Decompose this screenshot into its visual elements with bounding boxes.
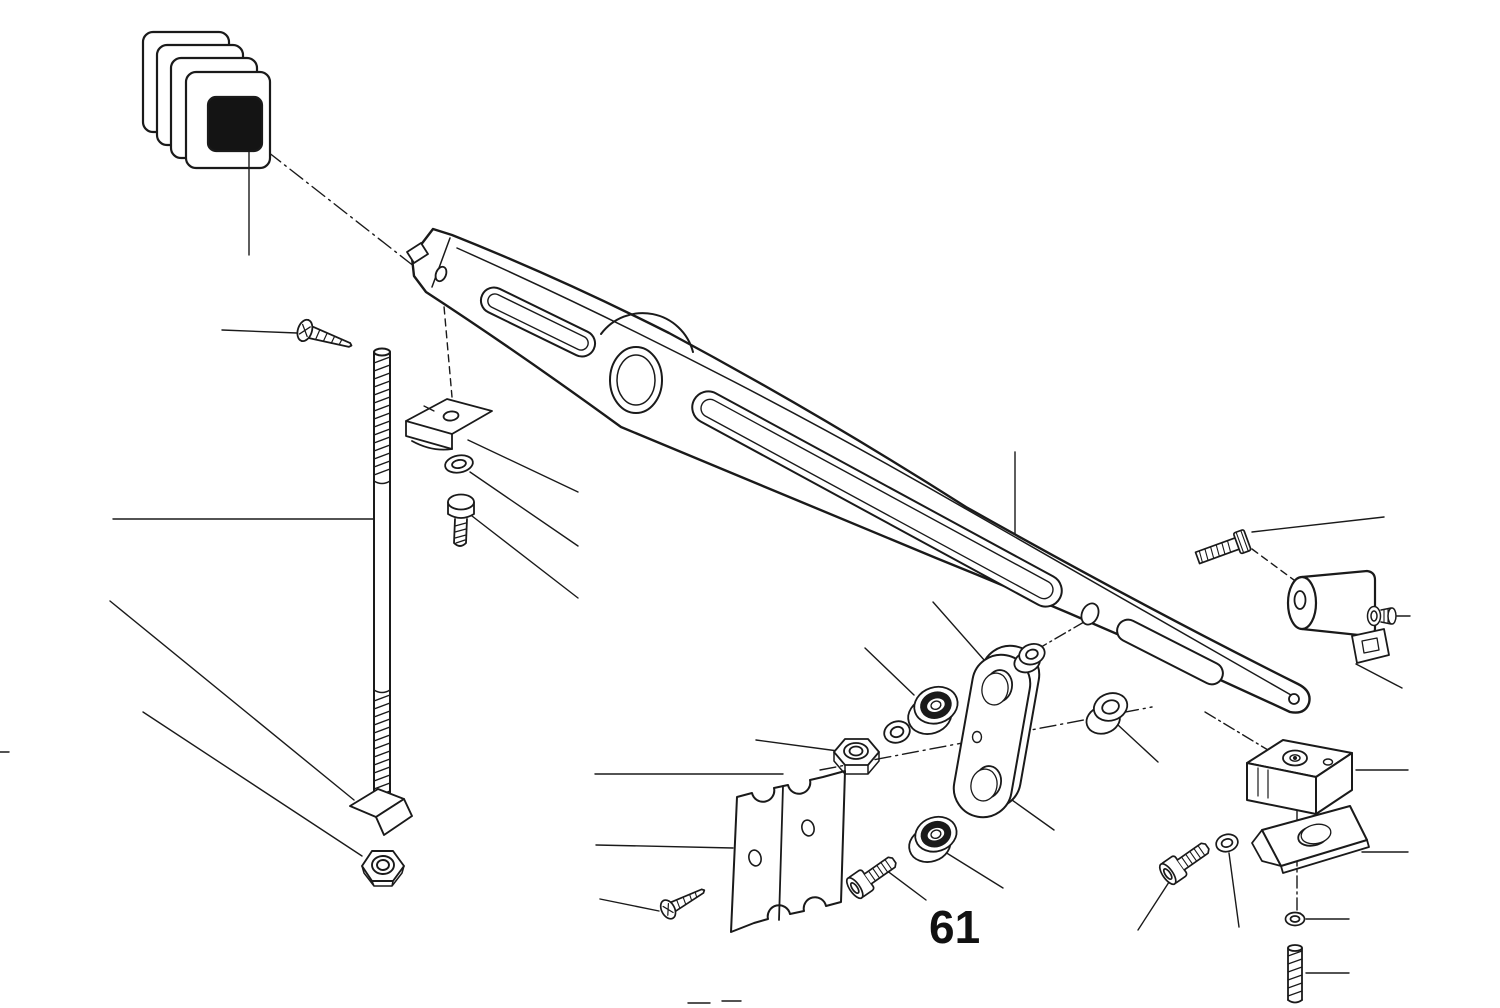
axis-line (1035, 621, 1085, 651)
arm-pivot-hole (1080, 602, 1100, 626)
leader-line (595, 844, 734, 849)
hex-nut-center (833, 738, 880, 775)
shoulder-screw (447, 493, 475, 547)
leader-line (1137, 878, 1172, 931)
arm-slot-inner (487, 293, 589, 351)
phillips-cross-icon (662, 903, 674, 916)
leader-line (944, 851, 1004, 889)
link-plate (952, 644, 1041, 819)
link-hole-bottom-inner (970, 768, 998, 802)
arm-boss-contour (600, 312, 694, 353)
leader-line (467, 439, 579, 493)
arm-boss-hole-inner (616, 354, 656, 406)
leader-line (1251, 516, 1385, 533)
leader-line (599, 898, 660, 912)
hex-socket-icon (849, 882, 860, 895)
rod-threads (373, 356, 391, 476)
bushing-lower (908, 815, 958, 863)
spacer-small (1013, 642, 1046, 674)
rod-threads (373, 694, 391, 798)
stud-bottom (1287, 944, 1303, 1004)
buffer-pad-core (206, 95, 264, 153)
arm-tab (406, 242, 429, 264)
plate-hole (801, 819, 815, 837)
leader-line (932, 601, 986, 662)
pivot-cylinder (1286, 569, 1390, 664)
buffer-pad (141, 30, 272, 170)
hex-socket-icon (1162, 868, 1173, 881)
arm-tip-step (431, 237, 451, 288)
plate-hole (748, 849, 762, 867)
washer-right (1215, 833, 1239, 853)
cap-screw-right (1158, 842, 1210, 886)
cylinder-lug-slot (1361, 637, 1380, 654)
clip-nut (405, 398, 493, 451)
clip-nut-hole (442, 410, 460, 422)
leader-line (1355, 663, 1403, 689)
arm-slot-right (1116, 618, 1224, 686)
spring-washer-bottom (1284, 911, 1306, 927)
plate-divider (778, 785, 784, 921)
serrated-plate (730, 770, 846, 933)
cylinder-hole (1293, 590, 1307, 610)
arm-tip-hole (434, 265, 448, 283)
screw-head (447, 493, 475, 511)
phillips-cross-icon (298, 323, 311, 338)
leader-line (221, 329, 298, 334)
cylinder-lug (1351, 628, 1390, 664)
screw-lock-washer-cylinder (1366, 605, 1397, 627)
leader-line (469, 471, 579, 547)
leader-line (1011, 799, 1055, 831)
arm-end-hole (1288, 693, 1300, 705)
bracket-hole-inner (1300, 823, 1332, 845)
stud-threads (1287, 950, 1303, 997)
clamp-bracket (1251, 805, 1370, 874)
leader-line (864, 647, 915, 696)
axis-line (267, 151, 439, 286)
tapping-screw-upper (296, 318, 353, 348)
cap-screw-center (845, 856, 897, 900)
bolt-head (1232, 529, 1252, 555)
bushing-upper (907, 685, 959, 735)
clamp-block (1246, 739, 1353, 815)
axis-line (1251, 548, 1295, 581)
leader-lines (0, 329, 1411, 1004)
bushing-rubber-ring (920, 691, 952, 719)
leader-line (755, 739, 839, 752)
arm-slot-long-inner (700, 398, 1054, 600)
leader-line (885, 869, 927, 901)
hex-nut-left (361, 850, 405, 887)
axis-line (442, 294, 453, 398)
main-arm (406, 227, 1311, 714)
leader-line (109, 600, 355, 801)
arm-outline (410, 227, 1311, 714)
screw-head (1387, 607, 1397, 625)
clamp-hole-small (1322, 758, 1334, 766)
spacer-right (1085, 692, 1129, 735)
link-hole-top-inner (981, 672, 1009, 706)
angle-bracket (349, 788, 413, 836)
tapping-screw-lower (659, 888, 706, 920)
hex-bolt-right (1194, 529, 1252, 565)
washer-center (883, 720, 911, 744)
bushing-rubber-ring (920, 820, 952, 848)
link-hole-small (971, 730, 983, 744)
arm-edge-line (456, 247, 1292, 696)
leader-line (142, 711, 363, 857)
figure-number: 61 (929, 901, 980, 953)
leader-line (1117, 724, 1159, 763)
washer-upper (444, 454, 474, 474)
axis-line (1204, 711, 1269, 751)
threaded-rod (373, 347, 391, 803)
leader-line (1228, 852, 1240, 928)
leader-line (471, 515, 579, 599)
